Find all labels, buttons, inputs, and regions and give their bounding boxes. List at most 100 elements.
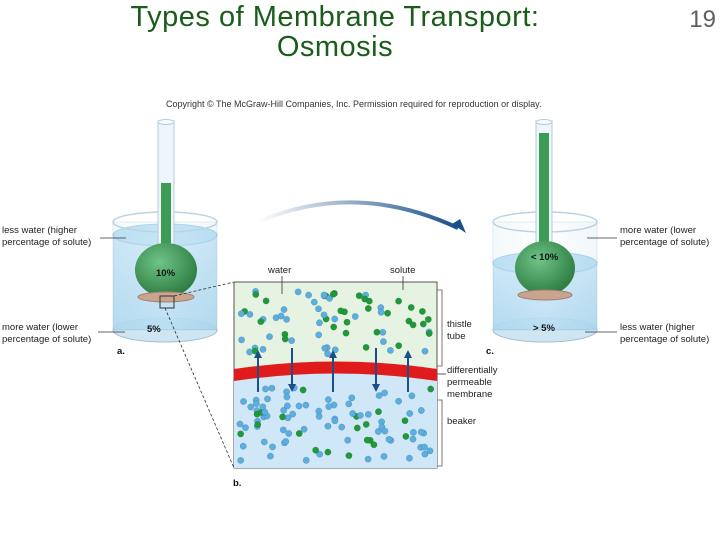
molecule-tube — [421, 347, 429, 355]
molecule-beaker — [266, 452, 274, 460]
molecule-beaker — [338, 423, 346, 431]
molecule-tube — [386, 346, 394, 354]
molecule-tube — [395, 297, 402, 305]
molecule-beaker — [237, 456, 245, 464]
zoom-line-top — [173, 281, 235, 297]
molecule-beaker — [385, 435, 393, 443]
molecule-tube — [257, 318, 265, 325]
molecule-beaker — [344, 436, 352, 444]
molecule-beaker — [279, 426, 287, 434]
molecule-beaker — [302, 456, 310, 464]
molecule-tube — [395, 342, 403, 350]
molecule-tube — [266, 333, 273, 341]
molecule-beaker — [402, 432, 410, 440]
molecule-beaker — [324, 448, 332, 456]
beaker-c — [492, 119, 598, 343]
molecule-beaker — [409, 435, 417, 443]
molecule-beaker — [348, 394, 356, 402]
molecule-beaker — [375, 392, 383, 399]
molecule-beaker — [345, 400, 353, 408]
molecule-tube — [237, 310, 245, 318]
molecule-tube — [337, 307, 345, 315]
molecule-beaker — [280, 406, 288, 414]
water-flow-arrows — [254, 348, 412, 392]
beaker-label: beaker — [447, 416, 476, 427]
molecule-beaker — [237, 430, 245, 438]
tube-c-bulb — [515, 241, 575, 295]
beaker-a — [112, 119, 218, 343]
molecule-beaker — [401, 417, 409, 425]
tube-c-concentration: < 10% — [531, 252, 559, 263]
molecule-tube — [364, 305, 372, 312]
molecule-beaker — [269, 443, 276, 451]
molecule-beaker — [240, 398, 247, 405]
molecules — [236, 287, 435, 464]
molecule-tube — [424, 315, 432, 323]
molecule-beaker — [362, 420, 370, 428]
molecule-tube — [259, 345, 267, 353]
panel-c-lower-label-2: percentage of solute) — [620, 334, 709, 345]
beaker-a-concentration: 5% — [147, 324, 161, 335]
molecule-tube — [384, 309, 391, 317]
molecule-beaker — [283, 402, 291, 410]
tube-a-bulb — [135, 243, 197, 297]
molecule-tube — [409, 321, 417, 329]
tube-a-stem-top — [157, 119, 175, 125]
molecule-tube — [379, 338, 387, 345]
molecule-tube — [379, 328, 387, 336]
molecule-beaker — [370, 441, 378, 449]
molecule-tube — [252, 291, 260, 298]
beaker-bracket — [437, 399, 443, 467]
panel-b-letter: b. — [233, 478, 241, 489]
molecule-beaker — [408, 392, 416, 400]
flow-arrow-head-1 — [254, 350, 262, 358]
slide-number: 19 — [689, 6, 716, 33]
molecule-beaker — [279, 413, 286, 421]
molecule-beaker — [427, 385, 435, 393]
molecule-beaker — [262, 385, 269, 393]
tube-a-stem-fluid — [161, 183, 171, 261]
thistle-tube-label-2: tube — [447, 331, 466, 342]
molecule-beaker — [345, 452, 353, 459]
molecule-beaker — [324, 422, 332, 430]
molecule-beaker — [421, 450, 429, 458]
molecule-beaker — [295, 430, 303, 437]
molecule-beaker — [299, 386, 307, 394]
molecule-beaker — [239, 442, 247, 450]
molecule-beaker — [417, 407, 425, 414]
molecule-tube — [326, 294, 333, 302]
molecule-beaker — [409, 428, 417, 436]
copyright-notice: Copyright © The McGraw-Hill Companies, I… — [166, 99, 542, 109]
molecule-beaker — [381, 389, 388, 397]
molecule-beaker — [381, 427, 389, 435]
molecule-beaker — [406, 410, 414, 417]
molecule-tube — [373, 328, 381, 336]
molecule-tube — [331, 315, 339, 323]
panel-a-upper-label-1: less water (higher — [2, 225, 77, 236]
water-label: water — [267, 265, 291, 276]
tube-c-stem-top — [535, 119, 553, 125]
molecule-tube — [310, 298, 318, 306]
molecule-tube — [419, 320, 427, 328]
zoom-line-bottom — [164, 307, 235, 469]
molecule-beaker — [268, 384, 276, 392]
thistle-tube-bracket — [437, 289, 443, 367]
molecule-tube — [351, 313, 359, 320]
curved-arrow — [257, 200, 459, 230]
molecule-beaker — [264, 395, 271, 403]
molecule-tube — [315, 331, 323, 339]
molecule-beaker — [421, 443, 428, 451]
molecule-tube — [405, 317, 413, 325]
panel-c-letter: c. — [486, 346, 494, 357]
flow-arrow-head-3 — [329, 350, 337, 358]
membrane-label-2: permeable — [447, 377, 492, 388]
molecule-beaker — [261, 408, 269, 416]
molecule-beaker — [252, 400, 260, 407]
zoom-box — [159, 295, 175, 309]
molecule-tube — [246, 310, 254, 318]
molecule-tube — [280, 306, 288, 313]
page-title: Types of Membrane Transport: Osmosis — [80, 2, 590, 62]
molecule-tube — [315, 305, 322, 313]
molecule-beaker — [405, 454, 413, 462]
molecule-beaker — [260, 438, 268, 446]
